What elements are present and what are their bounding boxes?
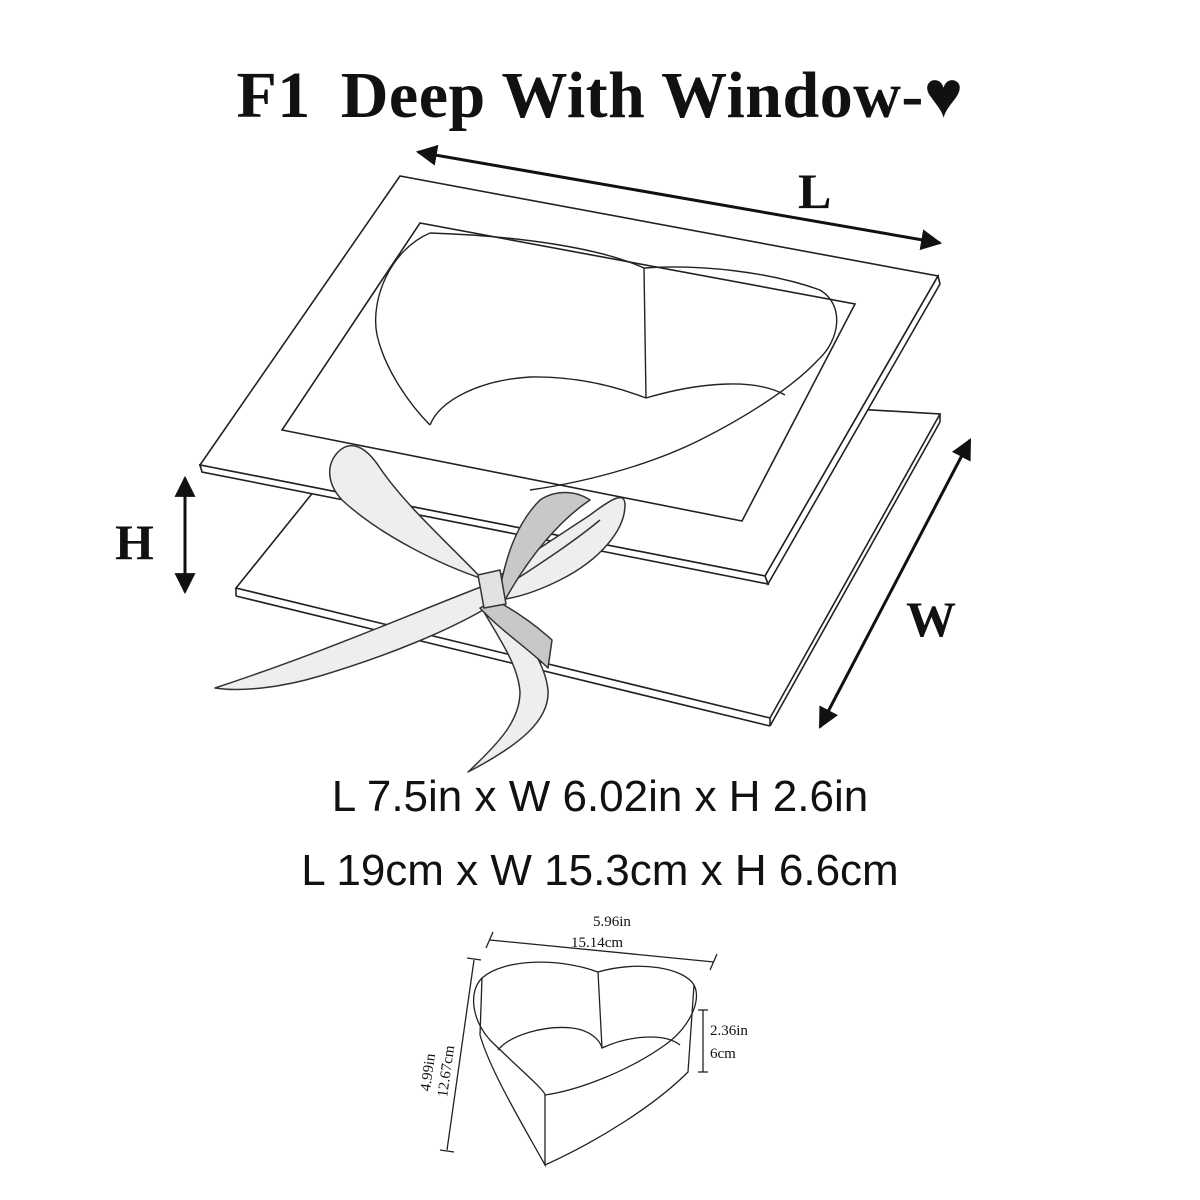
ribbon-loop-left (329, 444, 489, 586)
ribbon-loop-right-shade (497, 491, 591, 601)
ribbon-tail-left (214, 584, 491, 691)
width-label: W (906, 591, 956, 647)
insert-length-line (489, 939, 715, 963)
height-label: H (115, 514, 154, 570)
insert-width-in: 4.99in (418, 1052, 439, 1092)
insert-diagram (439, 931, 718, 1168)
insert-heart-inner (497, 1026, 681, 1051)
lid-window (280, 222, 857, 522)
ribbon-bow (214, 444, 626, 773)
ribbon-loop-right (493, 496, 626, 601)
dimensions-metric: L 19cm x W 15.3cm x H 6.6cm (301, 846, 899, 895)
ribbon-knot (477, 569, 507, 609)
insert-height-in: 2.36in (710, 1023, 748, 1039)
diagram-title: F1 Deep With Window-♥ (0, 58, 1200, 134)
insert-heart-top (472, 961, 698, 1096)
dimensions-imperial: L 7.5in x W 6.02in x H 2.6in (331, 772, 869, 821)
insert-width-line (446, 959, 475, 1151)
insert-width-cm: 12.67cm (435, 1044, 458, 1098)
insert-length-cm: 15.14cm (571, 935, 623, 951)
heart-insert (375, 232, 838, 491)
model-name: Deep With Window-♥ (340, 59, 964, 132)
ribbon-tail-shade (479, 599, 553, 669)
insert-height-cm: 6cm (710, 1046, 736, 1062)
model-code: F1 (236, 59, 311, 132)
length-arrow (415, 144, 943, 251)
insert-length-in: 5.96in (593, 914, 631, 930)
width-arrow (818, 438, 972, 729)
length-label: L (798, 163, 831, 219)
insert-heart-wall (479, 977, 546, 1168)
